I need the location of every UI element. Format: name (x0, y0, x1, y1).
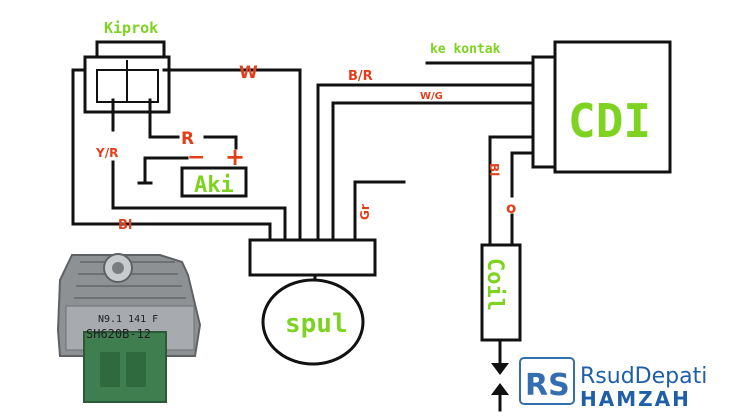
wire-black-red (316, 83, 535, 242)
coil-label: Coil (482, 258, 507, 311)
cdi-label: CDI (568, 94, 651, 148)
ignition-coil (480, 243, 522, 342)
wire-orange (510, 151, 535, 247)
wire-yellow-red (111, 98, 287, 242)
spark-plug-gap (491, 338, 509, 412)
spul-coil (261, 278, 365, 366)
battery-positive-label: R (181, 129, 194, 149)
wire-label-black-coil: Bl (487, 163, 501, 176)
wire-label-white-green: W/G (420, 91, 443, 102)
watermark-initials: RS (525, 368, 570, 403)
regulator-marking-2: SH620B-12 (86, 327, 151, 341)
wire-green-red (353, 180, 406, 242)
spul-label: spul (285, 309, 348, 339)
battery-terminals (137, 156, 189, 185)
battery-aki (180, 166, 248, 198)
watermark-logo: RS (519, 357, 575, 405)
wire-label-ke-kontak: ke kontak (430, 42, 501, 57)
watermark-line1: RsudDepati (580, 364, 707, 389)
battery-plus: + (225, 143, 245, 171)
wire-label-yellow-red: Y/R (95, 146, 118, 160)
regulator-marking-1: N9.1 141 F (98, 314, 158, 325)
wire-label-white: W (239, 63, 258, 83)
wire-battery-positive (148, 98, 238, 150)
watermark-line2: HAMZAH (580, 387, 691, 411)
wire-black-left (71, 68, 272, 242)
regulator-rectifier-image (56, 253, 202, 403)
battery-minus: − (187, 145, 205, 170)
kiprok-connector (83, 40, 171, 114)
spul-connector-block (248, 238, 377, 277)
cdi-connector (531, 55, 557, 169)
aki-label: Aki (194, 173, 234, 198)
kiprok-label: Kiprok (104, 19, 158, 37)
wire-white (162, 68, 302, 242)
wire-label-black-left: Bl (118, 218, 132, 233)
wire-white-green (331, 101, 535, 242)
cdi-unit (553, 40, 672, 174)
wire-label-orange: o (506, 199, 516, 217)
wire-label-black-red: B/R (348, 69, 373, 84)
wire-label-green-red: Gr (358, 204, 372, 220)
wire-black-coil (488, 135, 535, 247)
